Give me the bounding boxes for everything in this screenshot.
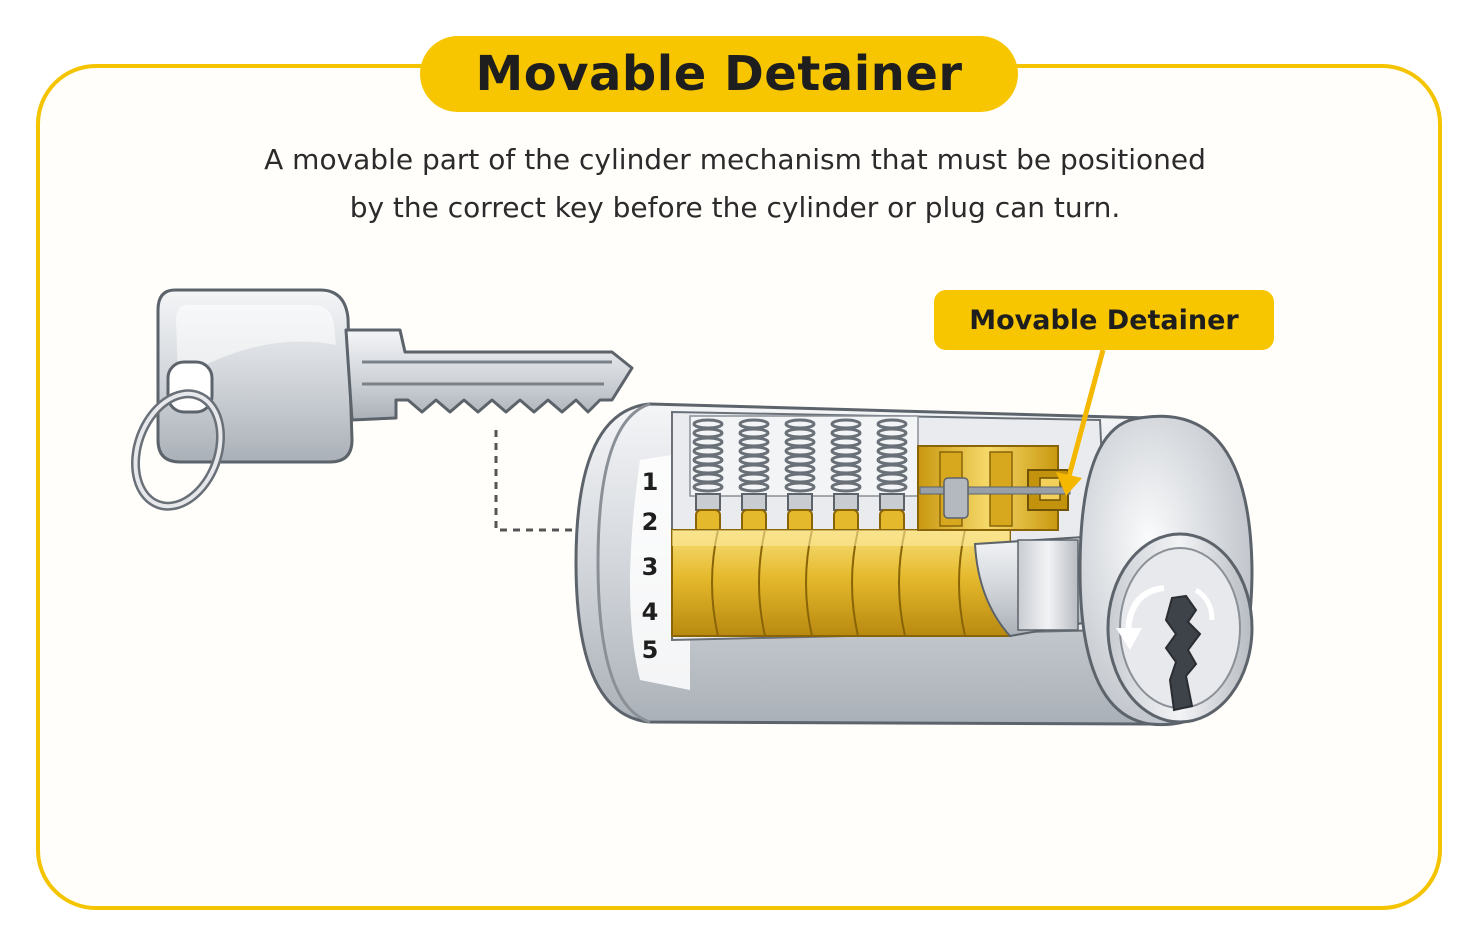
insertion-guide-line [494,430,572,532]
callout-arrow [1056,349,1106,496]
driver-pin [879,493,905,511]
pin-number-1: 1 [641,468,659,496]
pin-number-3: 3 [641,553,659,581]
description-line-1: A movable part of the cylinder mechanism… [264,143,1206,176]
driver-pin [741,493,767,511]
brass-plug [671,529,1011,637]
pin-number-2: 2 [641,508,659,536]
driver-pin [787,493,813,511]
cylinder-front-face [1078,414,1254,727]
movable-detainer-callout: Movable Detainer [934,290,1274,350]
key-icon [156,288,634,464]
movable-detainer [917,445,1101,638]
description-line-2: by the correct key before the cylinder o… [349,191,1121,224]
spring-coil [784,481,816,493]
description: A movable part of the cylinder mechanism… [180,136,1290,232]
spring-coil [738,481,770,493]
pin-number-5: 5 [641,636,659,664]
key-ring-icon [130,389,226,511]
pin-number-4: 4 [641,598,659,626]
spring-coil [830,481,862,493]
page-title: Movable Detainer [420,36,1018,112]
spring-coil [876,481,908,493]
spring-coil [692,481,724,493]
driver-pin [833,493,859,511]
pin-stack [692,418,724,537]
driver-pin [695,493,721,511]
rotate-arrow-icon [1116,585,1215,650]
